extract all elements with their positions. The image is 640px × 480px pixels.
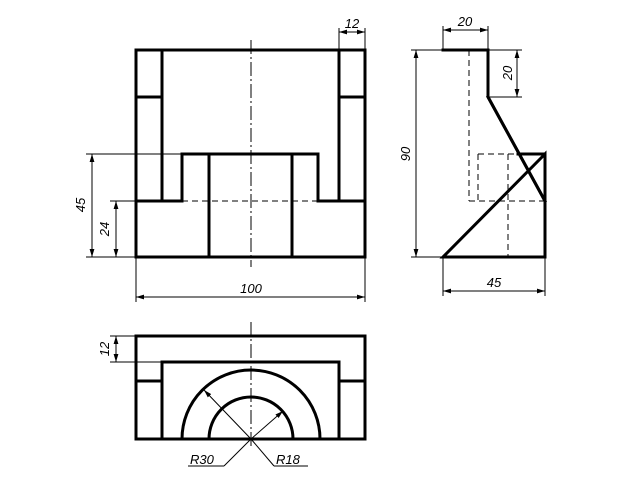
dim-radius-outer: R30: [190, 452, 215, 467]
dim-front-width: 100: [240, 281, 262, 296]
leader-r18: [250, 438, 275, 467]
dim-front-top-wall: 12: [345, 16, 360, 31]
dim-front-height: 45: [73, 197, 88, 212]
dim-side-slope-drop: 20: [500, 65, 515, 81]
dim-radius-inner: R18: [276, 452, 301, 467]
front-center-block: [160, 152, 341, 203]
dim-front-low: 24: [97, 222, 112, 237]
dim-side-top-width: 20: [457, 14, 473, 29]
dim-top-wall: 12: [97, 341, 112, 356]
dim-side-height: 90: [398, 146, 413, 161]
side-slope: [485, 94, 548, 204]
leader-r30: [223, 438, 252, 467]
front-right-wall: [337, 48, 367, 203]
front-left-wall: [134, 48, 164, 203]
leader-r30-inside: [203, 389, 252, 440]
front-dimensions: 12 45 24 100: [73, 16, 366, 302]
side-dimensions: 20 20 90 45: [398, 14, 546, 296]
dim-side-depth: 45: [487, 275, 502, 290]
top-view: [134, 322, 367, 448]
top-dimensions: 12 R30 R18: [97, 335, 308, 467]
leader-r18-inside: [250, 410, 284, 440]
side-view: [439, 48, 548, 259]
